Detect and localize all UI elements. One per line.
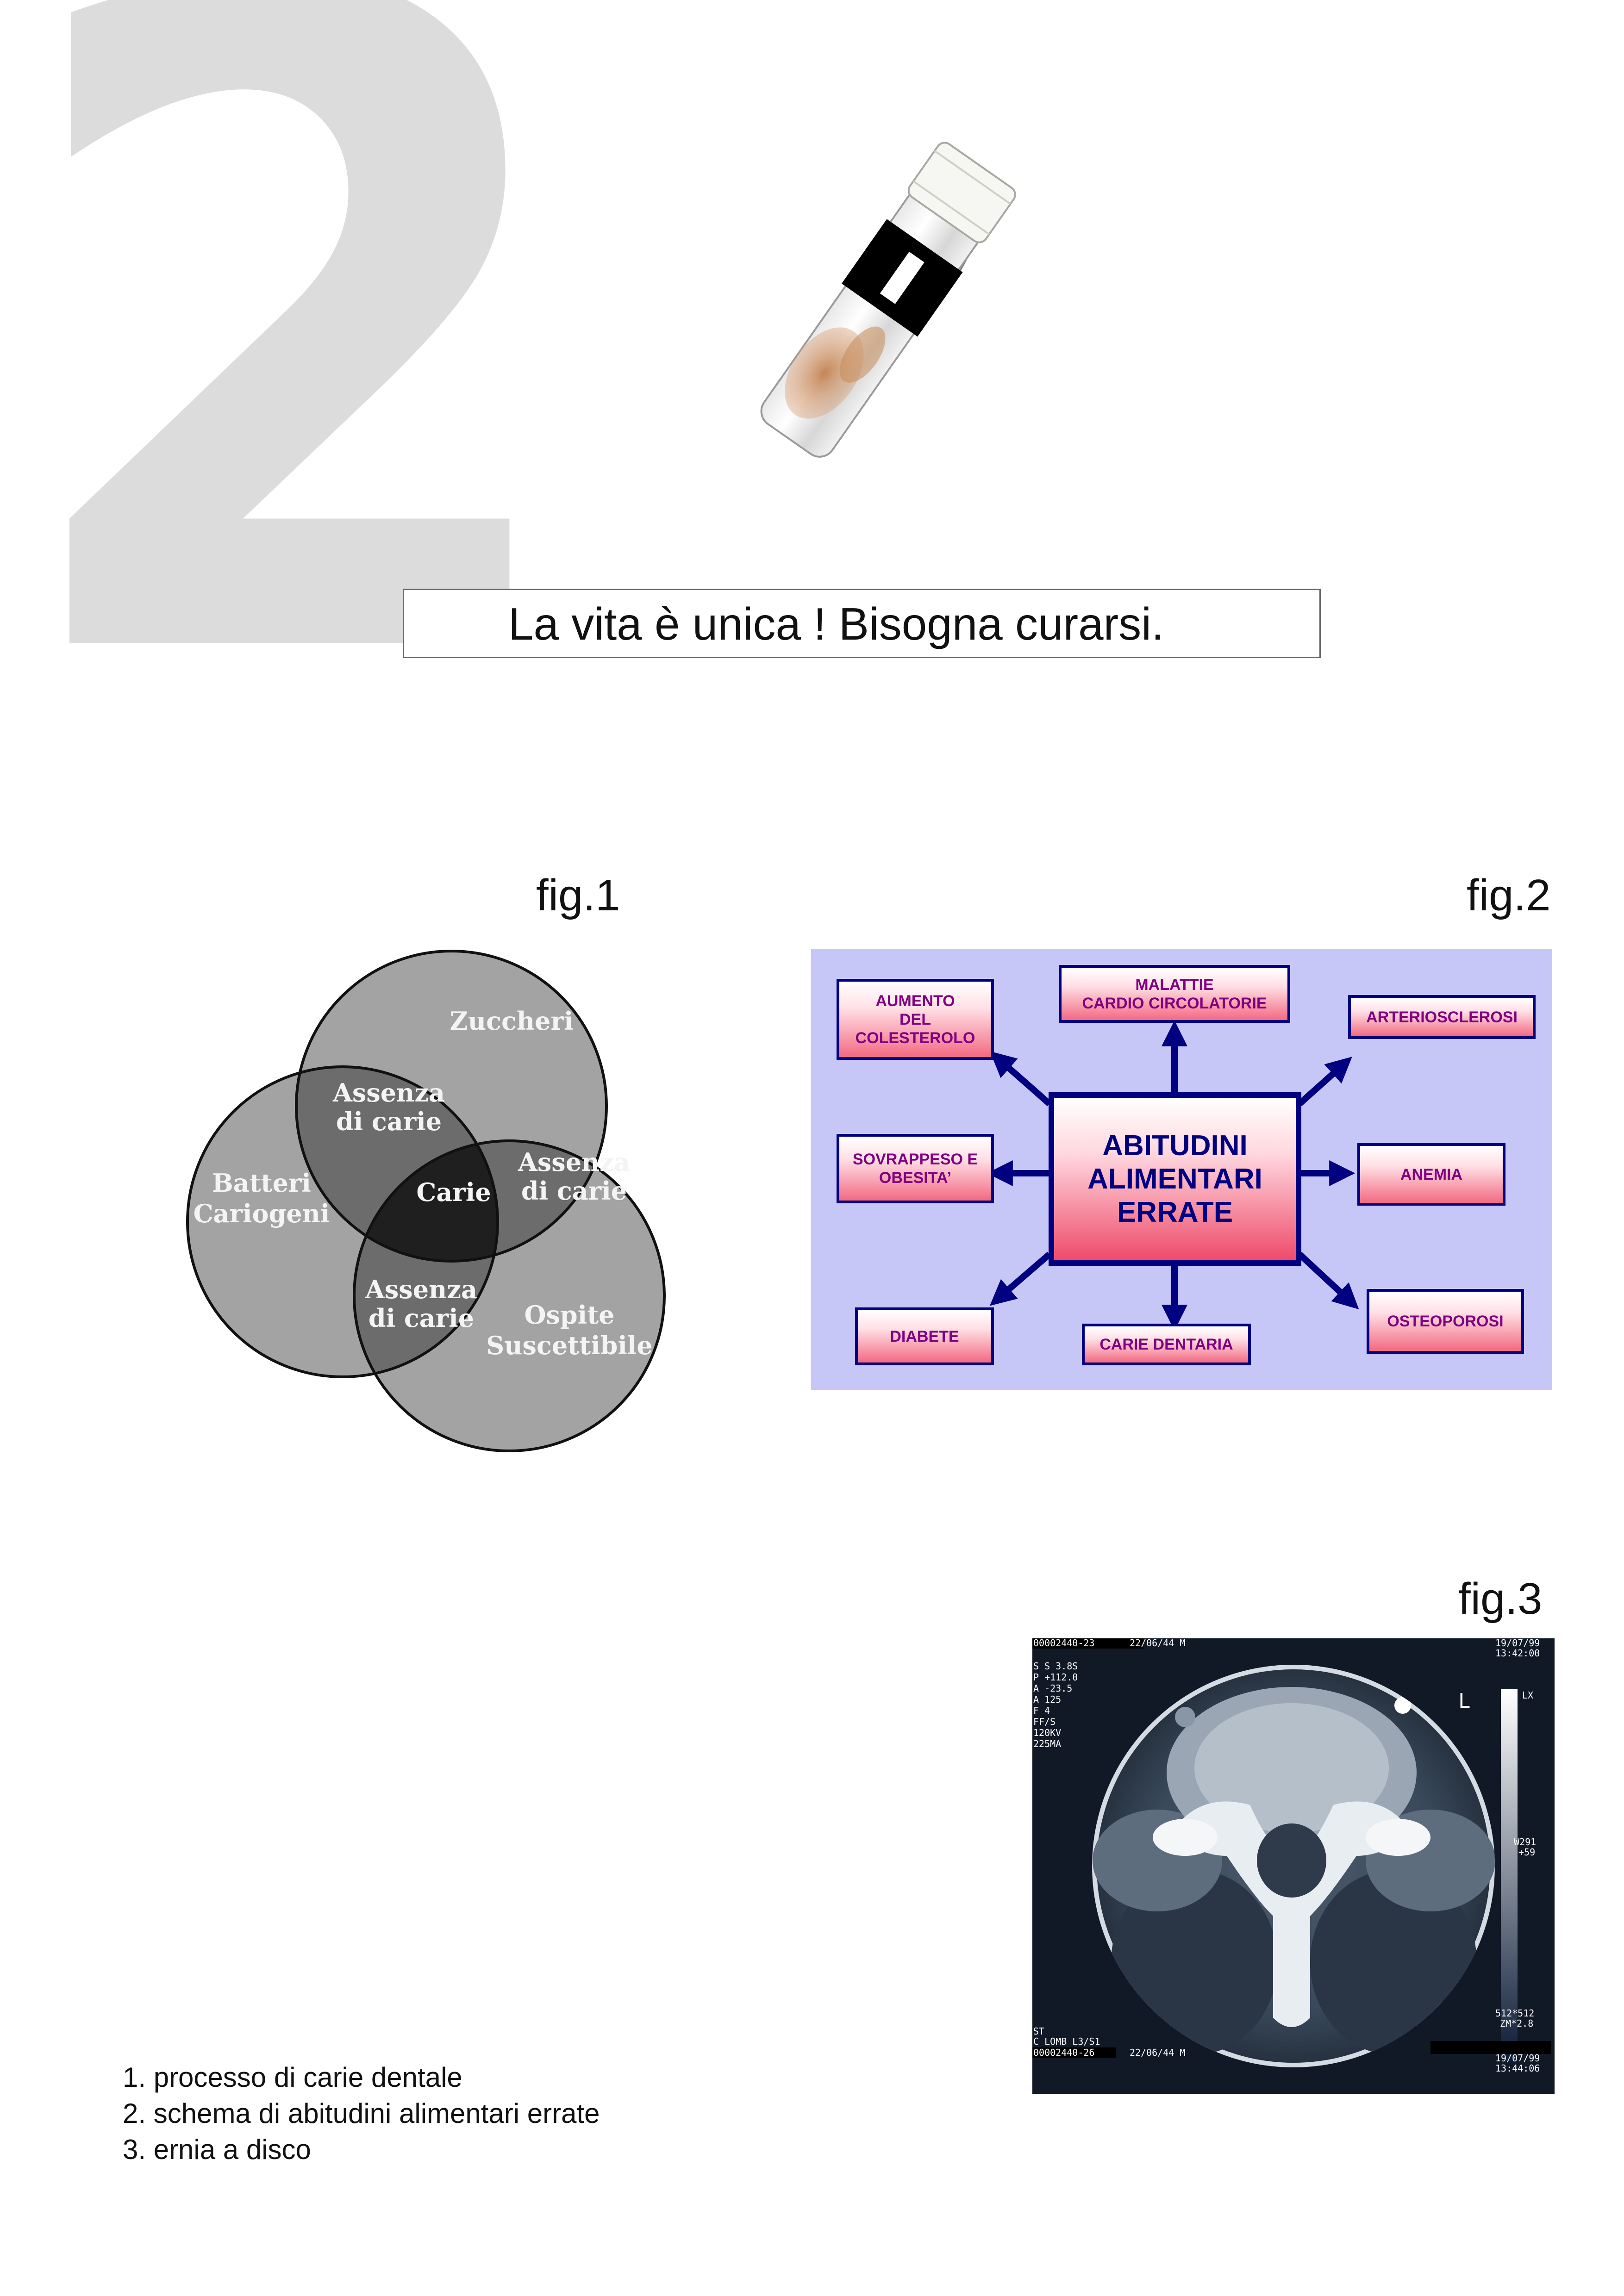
arrow-down-left [989, 1251, 1052, 1306]
scan-top-right-date: 19/07/99 [1495, 1638, 1540, 1649]
svg-text:225MA: 225MA [1033, 1738, 1061, 1749]
fig2-box-overweight: SOVRAPPESO E OBESITA’ [837, 1134, 994, 1203]
fig1-label: fig.1 [536, 871, 620, 920]
svg-text:P +112.0: P +112.0 [1033, 1672, 1078, 1683]
scan-bottom-right-time: 13:44:06 [1495, 2063, 1540, 2074]
scan-scale-top: LX [1522, 1690, 1533, 1701]
fig2-box-anemia: ANEMIA [1357, 1143, 1505, 1206]
svg-text:FF/S: FF/S [1033, 1716, 1056, 1727]
page-number: 2 [4, 0, 581, 856]
fig2-box-cholesterol: AUMENTO DEL COLESTEROLO [837, 979, 994, 1060]
fig2-label: fig.2 [1467, 871, 1551, 920]
vial-photo [760, 142, 1016, 458]
venn-label-sugars: Zuccheri [450, 1006, 573, 1036]
fig2-central-box: ABITUDINI ALIMENTARI ERRATE [1049, 1092, 1301, 1266]
arrow-up-right [1297, 1057, 1352, 1107]
scan-top-left-date: 22/06/44 M [1130, 1638, 1185, 1649]
fig2-diagram: ABITUDINI ALIMENTARI ERRATE AUMENTO DEL … [811, 949, 1552, 1390]
fig2-box-arteriosclerosis: ARTERIOSCLEROSI [1348, 995, 1536, 1039]
scan-level: +59 [1518, 1847, 1535, 1858]
fig2-box-diabetes: DIABETE [855, 1307, 994, 1365]
fig2-box-osteoporosis: OSTEOPOROSI [1367, 1289, 1524, 1354]
arrow-down-right [1297, 1251, 1359, 1310]
caption-box [403, 589, 1321, 658]
legend-item-1: 1. processo di carie dentale [123, 2062, 462, 2093]
legend-item-3: 3. ernia a disco [123, 2134, 311, 2165]
fig2-arrows [987, 1020, 1359, 1331]
svg-text:S S 3.8S: S S 3.8S [1033, 1661, 1078, 1672]
scan-gray-scale-bar [1501, 1689, 1518, 2064]
scan-top-right-time: 13:42:00 [1495, 1648, 1540, 1659]
scan-top-left-id: 00002440-23 [1033, 1638, 1094, 1649]
scan-matrix: 512*512 [1495, 2008, 1534, 2019]
svg-text:F 4: F 4 [1033, 1705, 1050, 1716]
scan-side-marker: L [1458, 1689, 1471, 1713]
fig3-label: fig.3 [1458, 1574, 1543, 1624]
scan-bottom-right-date: 19/07/99 [1495, 2053, 1540, 2064]
scan-bottom-left-2: C LOMB L3/S1 [1033, 2036, 1100, 2047]
scan-zoom: ZM*2.8 [1500, 2018, 1533, 2029]
scan-bottom-left-date: 22/06/44 M [1130, 2047, 1185, 2058]
fig2-box-dental-caries: CARIE DENTARIA [1082, 1324, 1251, 1365]
figure-legend: 1. processo di carie dentale 2. schema d… [123, 2060, 600, 2168]
scan-params: S S 3.8S P +112.0 A -23.5 A 125 F 4 FF/S… [1033, 1661, 1078, 1749]
scan-bottom-left-id: 00002440-26 [1033, 2047, 1094, 2058]
scan-window: W291 [1514, 1836, 1536, 1848]
caption-text: La vita è unica ! Bisogna curarsi. [508, 598, 1164, 649]
fig3-ct-scan: 00002440-23 22/06/44 M 19/07/99 13:42:00… [1032, 1638, 1555, 2094]
venn-label-caries: Carie [416, 1177, 491, 1207]
scan-bottom-left-1: ST [1033, 2026, 1044, 2037]
legend-item-2: 2. schema di abitudini alimentari errate [123, 2098, 600, 2129]
arrow-up-left [990, 1051, 1052, 1107]
svg-text:120KV: 120KV [1033, 1727, 1061, 1738]
svg-text:A 125: A 125 [1033, 1694, 1061, 1705]
svg-text:A -23.5: A -23.5 [1033, 1683, 1072, 1694]
fig2-box-cardiovascular: MALATTIE CARDIO CIRCOLATORIE [1059, 965, 1290, 1023]
